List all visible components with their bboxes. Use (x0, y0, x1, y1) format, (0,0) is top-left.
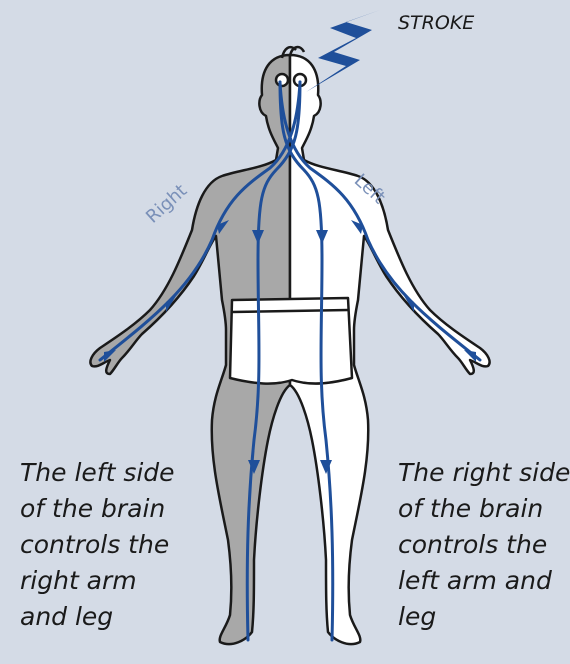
caption-line: and leg (20, 599, 175, 635)
caption-line: right arm (20, 563, 175, 599)
left-brain-caption: The left side of the brain controls the … (20, 455, 175, 635)
caption-line: The left side (20, 455, 175, 491)
caption-line: of the brain (20, 491, 175, 527)
caption-line: of the brain (398, 491, 570, 527)
caption-line: The right side (398, 455, 570, 491)
right-brain-caption: The right side of the brain controls the… (398, 455, 570, 635)
caption-line: leg (398, 599, 570, 635)
brain-left (276, 74, 288, 86)
stroke-label: STROKE (398, 12, 474, 34)
caption-line: controls the (20, 527, 175, 563)
caption-line: controls the (398, 527, 570, 563)
caption-line: left arm and (398, 563, 570, 599)
